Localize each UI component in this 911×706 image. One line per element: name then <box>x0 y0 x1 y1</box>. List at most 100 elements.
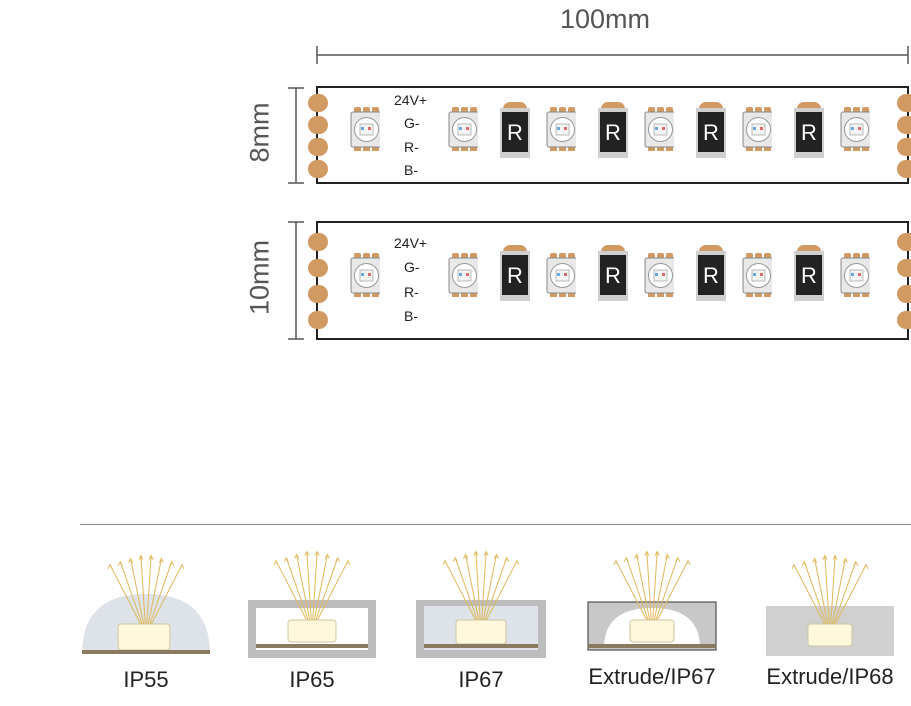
width-dimension-line <box>316 46 909 64</box>
light-beam <box>315 557 339 621</box>
light-beam <box>646 551 652 621</box>
rgb-led-chip <box>448 253 478 297</box>
light-beam-arrow <box>664 553 670 559</box>
light-beam <box>793 564 826 625</box>
light-beam-arrow <box>644 550 650 556</box>
section-divider <box>80 524 911 525</box>
strip-8mm-height-label: 8mm <box>244 102 275 163</box>
light-beam-arrow <box>832 554 838 560</box>
light-beam <box>146 555 152 625</box>
light-beam-arrow <box>463 553 469 559</box>
light-beam-arrow <box>634 553 640 559</box>
light-beam-arrow <box>863 563 869 570</box>
light-beam <box>485 560 518 621</box>
pin-label-g: G- <box>404 115 420 131</box>
resistor: R <box>598 245 628 301</box>
light-beam-arrow <box>493 553 499 559</box>
light-beam <box>150 564 183 625</box>
solder-pad <box>897 259 911 277</box>
solder-pad <box>897 94 911 112</box>
ip55-diagram <box>82 554 210 654</box>
light-beam <box>306 551 312 621</box>
light-beam-arrow <box>504 556 510 562</box>
light-beam <box>830 555 836 625</box>
resistor-label: R <box>801 120 817 145</box>
solder-pad <box>308 94 328 112</box>
light-beam-arrow <box>324 553 330 559</box>
rgb-led-chip <box>546 253 576 297</box>
extrude-ip68-diagram <box>766 554 894 656</box>
solder-pad <box>897 116 911 134</box>
light-beam <box>615 560 648 621</box>
light-beam <box>655 557 679 621</box>
light-beam <box>147 558 162 625</box>
light-beam <box>834 564 867 625</box>
light-beam-arrow <box>801 560 807 566</box>
pin-label-g: G- <box>404 259 420 275</box>
ip65-label: IP65 <box>289 667 335 692</box>
rgb-led-chip <box>350 107 380 151</box>
resistor: R <box>696 102 726 158</box>
solder-pad <box>897 138 911 156</box>
ip65-diagram <box>248 550 376 658</box>
light-beam-arrow <box>822 554 828 560</box>
strip-10mm-height-line <box>288 221 304 340</box>
solder-pad <box>897 233 911 251</box>
light-beam-arrow <box>685 559 691 566</box>
extrude-ip67-label: Extrude/IP67 <box>588 664 716 689</box>
solder-pad <box>308 116 328 134</box>
solder-pad <box>308 259 328 277</box>
light-beam <box>625 557 649 621</box>
resistor-label: R <box>605 263 621 288</box>
light-beam-arrow <box>294 553 300 559</box>
light-beam <box>312 551 318 621</box>
light-beam-arrow <box>483 550 489 556</box>
light-beam <box>803 561 827 625</box>
resistor-label: R <box>605 120 621 145</box>
resistor: R <box>500 245 530 301</box>
solder-pad <box>897 311 911 329</box>
light-beam-arrow <box>452 556 458 562</box>
strip-10mm-height-label: 10mm <box>244 240 275 316</box>
light-beam <box>149 561 173 625</box>
solder-pad <box>308 285 328 303</box>
light-beam-arrow <box>179 563 185 570</box>
rgb-led-chip <box>448 107 478 151</box>
resistor-label: R <box>801 263 817 288</box>
light-beam-arrow <box>654 550 660 556</box>
resistor-label: R <box>703 120 719 145</box>
resistor-label: R <box>507 120 523 145</box>
light-beam <box>109 564 142 625</box>
light-beam-arrow <box>442 559 448 566</box>
pin-label-r: R- <box>404 139 419 155</box>
light-beam-arrow <box>473 550 479 556</box>
light-beam-arrow <box>107 563 113 570</box>
pin-label-b: B- <box>404 308 418 324</box>
resistor: R <box>696 245 726 301</box>
light-beam <box>636 554 651 621</box>
resistor: R <box>794 102 824 158</box>
light-beam <box>652 551 658 621</box>
light-beam <box>656 560 689 621</box>
light-beam <box>481 551 487 621</box>
light-beam-arrow <box>675 556 681 562</box>
solder-pad <box>897 285 911 303</box>
extrude-ip67-diagram <box>587 550 717 651</box>
light-beam <box>814 558 829 625</box>
light-beam-arrow <box>514 559 520 566</box>
rgb-led-chip <box>840 253 870 297</box>
resistor-label: R <box>703 263 719 288</box>
rgb-led-chip <box>742 253 772 297</box>
solder-pad <box>308 138 328 156</box>
rgb-led-chip <box>644 107 674 151</box>
light-beam <box>285 557 309 621</box>
resistor: R <box>598 102 628 158</box>
light-beam <box>824 555 830 625</box>
light-beam-arrow <box>304 550 310 556</box>
strip-8mm-height-line <box>288 87 304 184</box>
light-beam-arrow <box>128 557 134 563</box>
light-beam-arrow <box>613 559 619 566</box>
pin-label-b: B- <box>404 162 418 178</box>
